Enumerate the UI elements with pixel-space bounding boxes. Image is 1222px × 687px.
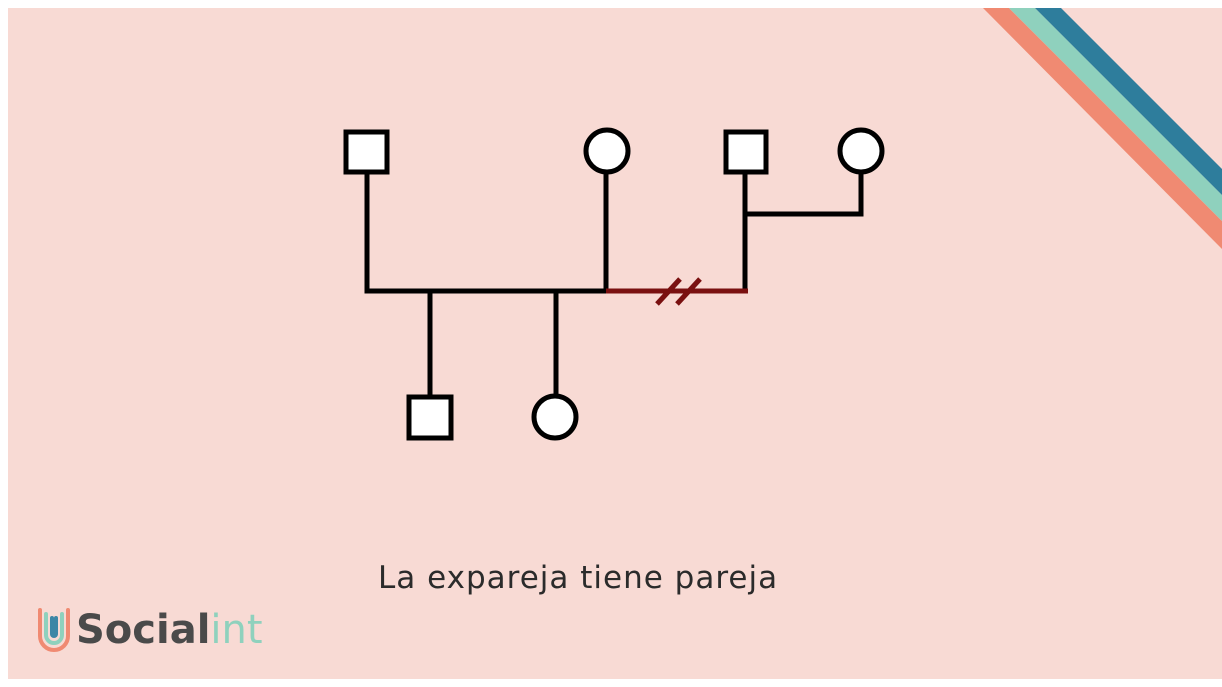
diagram-caption: La expareja tiene pareja	[378, 560, 779, 596]
corner-stripes-decoration	[983, 8, 1222, 249]
mother-female-symbol	[583, 127, 631, 175]
stripe-coral	[983, 8, 1222, 249]
father-male-symbol	[343, 129, 390, 175]
separation-slash-2	[675, 277, 702, 306]
daughter-female-symbol	[531, 393, 579, 441]
son-male-symbol	[406, 394, 454, 441]
genogram-diagram	[343, 127, 885, 441]
logo-wordmark: Socialint	[76, 610, 263, 650]
tri-color-u-icon	[38, 608, 70, 652]
stripe-mint	[1009, 8, 1222, 221]
logo-word-accent: int	[210, 607, 263, 653]
separation-slash-1	[655, 277, 682, 306]
new-partner-male-symbol	[723, 129, 769, 175]
slide: La expareja tiene pareja Socialint	[8, 8, 1222, 679]
logo-word-main: Social	[76, 607, 211, 653]
new-partner-female-symbol	[837, 127, 885, 175]
socialint-logo: Socialint	[36, 600, 263, 660]
stripe-blue	[1035, 8, 1222, 195]
